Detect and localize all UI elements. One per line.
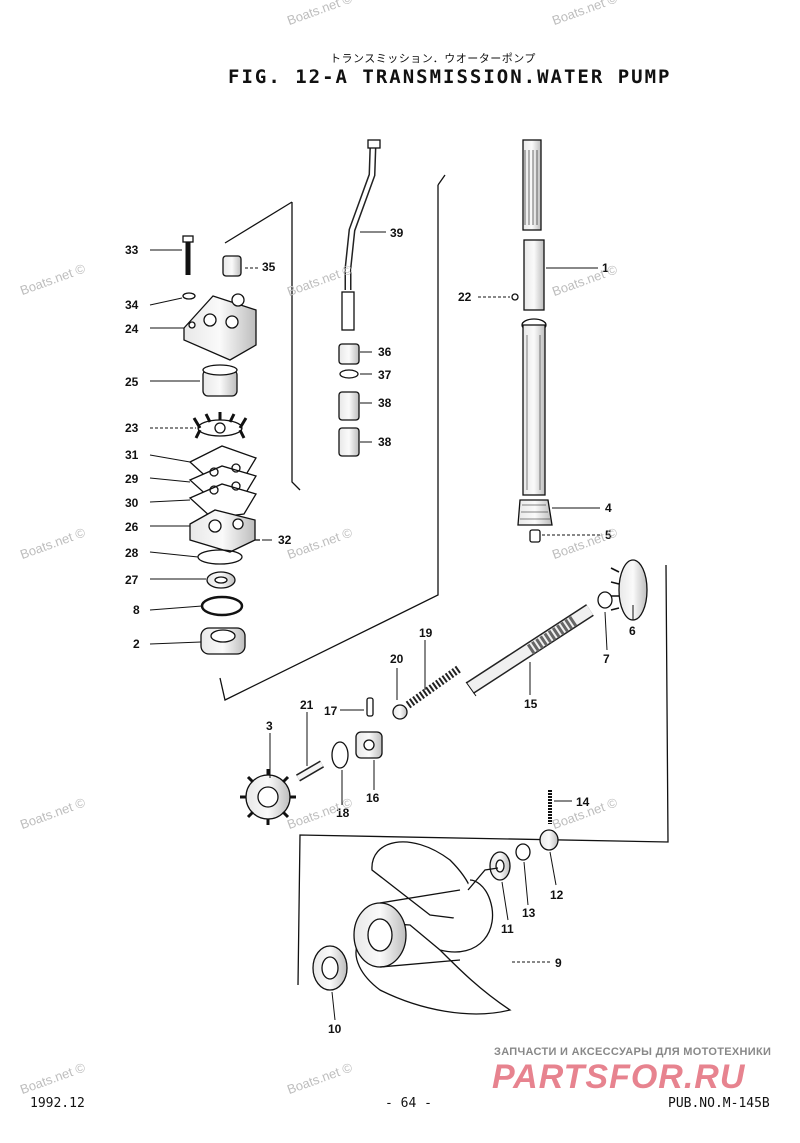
footer-date: 1992.12 xyxy=(30,1096,85,1111)
callout-34: 34 xyxy=(125,298,139,312)
callout-21: 21 xyxy=(300,698,314,712)
callout-8: 8 xyxy=(133,603,140,617)
brand-subtitle: ЗАПЧАСТИ И АКСЕССУАРЫ ДЛЯ МОТОТЕХНИКИ xyxy=(494,1046,772,1058)
callout-5: 5 xyxy=(605,528,612,542)
callout-20: 20 xyxy=(390,652,404,666)
callout-32: 32 xyxy=(278,533,292,547)
callout-3: 3 xyxy=(266,719,273,733)
callout-23: 23 xyxy=(125,421,139,435)
callout-11: 11 xyxy=(501,922,514,936)
callout-26: 26 xyxy=(125,520,139,534)
callout-10: 10 xyxy=(328,1022,342,1036)
callout-27: 27 xyxy=(125,573,139,587)
callout-15: 15 xyxy=(524,697,538,711)
title-japanese: トランスミッション．ウオーターポンプ xyxy=(330,52,536,65)
callout-28: 28 xyxy=(125,546,139,560)
callout-30: 30 xyxy=(125,496,139,510)
page-number: - 64 - xyxy=(385,1096,432,1111)
callout-4: 4 xyxy=(605,501,612,515)
callout-38-lower: 38 xyxy=(378,435,392,449)
callout-19: 19 xyxy=(419,626,433,640)
callout-12: 12 xyxy=(550,888,564,902)
callout-22: 22 xyxy=(458,290,472,304)
callout-35: 35 xyxy=(262,260,276,274)
callout-1: 1 xyxy=(602,261,609,275)
callout-25: 25 xyxy=(125,375,139,389)
callout-36: 36 xyxy=(378,345,392,359)
callout-17: 17 xyxy=(324,704,338,718)
callout-37: 37 xyxy=(378,368,392,382)
callout-9: 9 xyxy=(555,956,562,970)
callout-18: 18 xyxy=(336,806,350,820)
brand-logo: PARTSFOR.RU xyxy=(492,1058,746,1096)
callout-38-upper: 38 xyxy=(378,396,392,410)
callout-31: 31 xyxy=(125,448,139,462)
callout-33: 33 xyxy=(125,243,139,257)
callout-24: 24 xyxy=(125,322,139,336)
publication-number: PUB.NO.M-145B xyxy=(668,1096,770,1111)
callout-2: 2 xyxy=(133,637,140,651)
callout-13: 13 xyxy=(522,906,536,920)
callout-16: 16 xyxy=(366,791,380,805)
callout-6: 6 xyxy=(629,624,636,638)
callout-14: 14 xyxy=(576,795,590,809)
callout-7: 7 xyxy=(603,652,610,666)
callout-29: 29 xyxy=(125,472,139,486)
callout-39: 39 xyxy=(390,226,404,240)
figure-title: FIG. 12-A TRANSMISSION.WATER PUMP xyxy=(228,66,672,88)
